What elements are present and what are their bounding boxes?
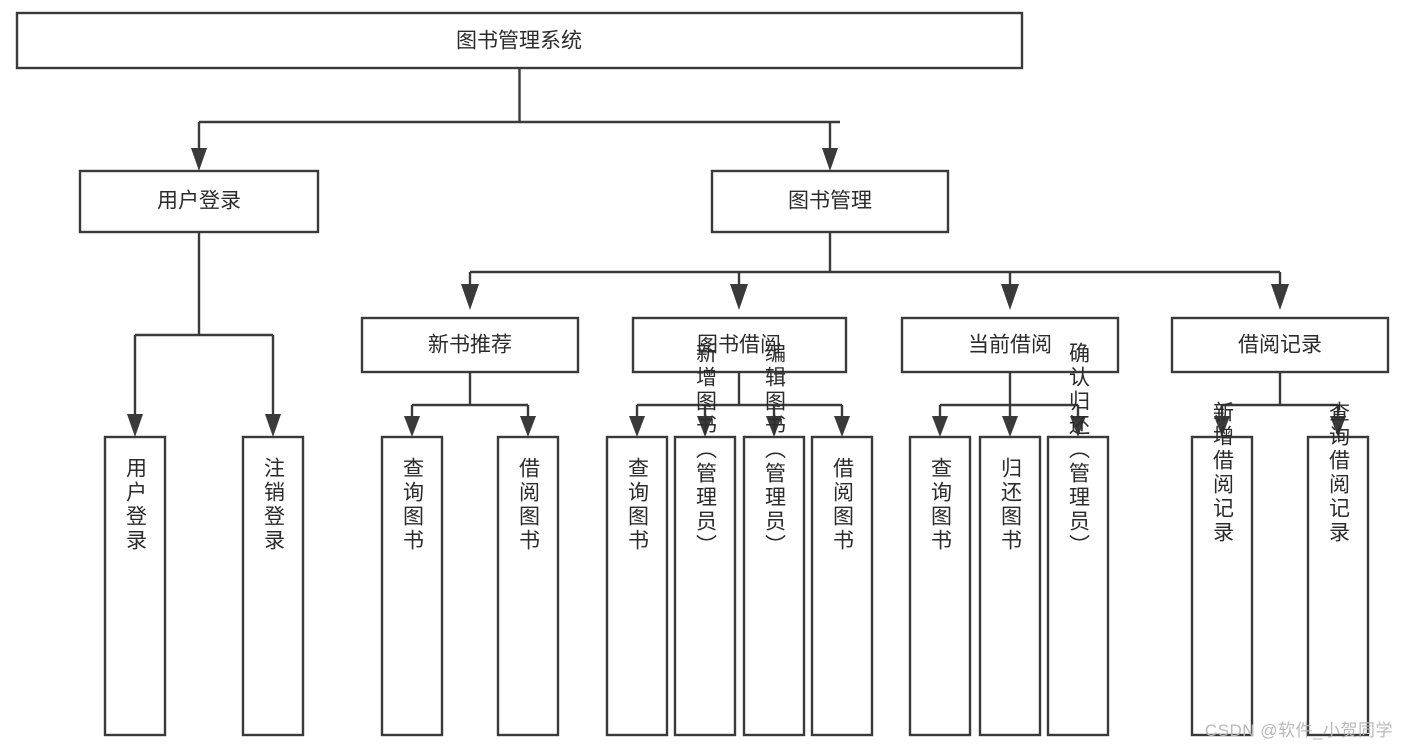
node-leaf-logout-login-box[interactable] [241, 435, 305, 737]
node-current-borrow-label: 当前借阅 [968, 334, 1052, 357]
node-book-management-label: 图书管理 [788, 190, 872, 213]
node-leaf-add-book-box[interactable] [673, 435, 737, 737]
node-leaf-query-record-label: 查询借阅记录 [1327, 401, 1351, 545]
node-leaf-borrow-book-1-box[interactable] [496, 435, 560, 737]
node-root-box[interactable] [15, 11, 1024, 70]
node-book-borrow[interactable]: 图书借阅 [631, 316, 848, 374]
connector-group-new-book [404, 372, 536, 437]
node-leaf-confirm-return-box[interactable] [1046, 435, 1110, 737]
arrow-borrow-record-l2-icon [1330, 416, 1346, 437]
node-new-book-recommend[interactable]: 新书推荐 [360, 316, 580, 374]
node-borrow-record[interactable]: 借阅记录 [1170, 316, 1390, 374]
connector-group-root [191, 68, 840, 171]
node-leaf-add-record-box[interactable] [1190, 435, 1254, 737]
node-leaf-confirm-return[interactable]: 确认归还（管理员） [1046, 342, 1110, 737]
connector-group-book-borrow [629, 372, 850, 437]
node-leaf-query-book-1-label: 查询图书 [401, 457, 425, 553]
arrow-current-borrow-l2-icon [1002, 416, 1018, 437]
node-leaf-confirm-return-label: 确认归还（管理员） [1067, 342, 1091, 558]
connector-group-user-login [127, 232, 281, 437]
node-leaf-query-book-2-label: 查询图书 [626, 457, 650, 553]
node-book-management[interactable]: 图书管理 [710, 169, 950, 234]
node-leaf-add-book-label: 新增图书（管理员） [694, 342, 718, 558]
node-leaf-query-book-1-box[interactable] [380, 435, 444, 737]
node-new-book-recommend-box[interactable] [360, 316, 580, 374]
node-leaf-user-login-box[interactable] [103, 435, 167, 737]
node-leaf-add-record[interactable]: 新增借阅记录 [1190, 401, 1254, 737]
arrow-book-borrow-l1-icon [629, 416, 645, 437]
node-leaf-query-book-2-box[interactable] [605, 435, 669, 737]
node-leaf-return-book[interactable]: 归还图书 [978, 435, 1042, 737]
node-root[interactable]: 图书管理系统 [15, 11, 1024, 70]
arrow-new-book-l1-icon [404, 416, 420, 437]
arrow-book-borrow-l3-icon [766, 416, 782, 437]
node-user-login-box[interactable] [78, 169, 320, 234]
node-leaf-add-record-label: 新增借阅记录 [1211, 401, 1235, 545]
node-leaf-query-book-2[interactable]: 查询图书 [605, 435, 669, 737]
node-leaf-logout-login-label: 注销登录 [262, 457, 286, 553]
node-leaf-return-book-box[interactable] [978, 435, 1042, 737]
node-borrow-record-box[interactable] [1170, 316, 1390, 374]
arrow-root-to-book-mgmt-icon [822, 148, 838, 171]
node-leaf-edit-book-box[interactable] [742, 435, 806, 737]
arrow-book-mgmt-c2-icon [730, 284, 748, 310]
node-book-management-box[interactable] [710, 169, 950, 234]
node-new-book-recommend-label: 新书推荐 [428, 334, 512, 357]
node-leaf-borrow-book-1-label: 借阅图书 [517, 457, 541, 553]
arrow-user-login-l1-icon [127, 414, 143, 437]
node-leaf-borrow-book-2-box[interactable] [810, 435, 874, 737]
node-leaf-query-book-1[interactable]: 查询图书 [380, 435, 444, 737]
node-leaf-logout-login[interactable]: 注销登录 [241, 435, 305, 737]
node-user-login-label: 用户登录 [157, 190, 241, 213]
arrow-book-borrow-l4-icon [834, 416, 850, 437]
connector-group-book-mgmt [461, 232, 1289, 310]
node-leaf-edit-book[interactable]: 编辑图书（管理员） [742, 342, 806, 737]
node-leaf-query-book-3-label: 查询图书 [929, 457, 953, 553]
node-leaf-return-book-label: 归还图书 [999, 457, 1023, 553]
connector-group-borrow-record [1214, 372, 1346, 437]
arrow-root-to-user-login-icon [191, 148, 207, 171]
arrow-book-mgmt-c1-icon [461, 284, 479, 310]
node-leaf-user-login[interactable]: 用户登录 [103, 435, 167, 737]
node-leaf-user-login-label: 用户登录 [124, 457, 148, 553]
node-borrow-record-label: 借阅记录 [1238, 334, 1322, 357]
connector-group-current-borrow [932, 372, 1086, 437]
node-current-borrow[interactable]: 当前借阅 [900, 316, 1120, 374]
node-leaf-borrow-book-2[interactable]: 借阅图书 [810, 435, 874, 737]
watermark-text: CSDN @软件_小贺同学 [1204, 721, 1393, 740]
arrow-borrow-record-l1-icon [1214, 416, 1230, 437]
node-leaf-borrow-book-2-label: 借阅图书 [831, 457, 855, 553]
arrow-current-borrow-l3-icon [1070, 416, 1086, 437]
node-leaf-edit-book-label: 编辑图书（管理员） [763, 342, 787, 558]
arrow-book-mgmt-c4-icon [1271, 284, 1289, 310]
node-user-login[interactable]: 用户登录 [78, 169, 320, 234]
arrow-new-book-l2-icon [520, 416, 536, 437]
node-current-borrow-box[interactable] [900, 316, 1120, 374]
node-leaf-query-book-3-box[interactable] [908, 435, 972, 737]
node-leaf-query-record-box[interactable] [1306, 435, 1370, 737]
node-leaf-query-book-3[interactable]: 查询图书 [908, 435, 972, 737]
node-leaf-add-book[interactable]: 新增图书（管理员） [673, 342, 737, 737]
node-leaf-query-record[interactable]: 查询借阅记录 [1306, 401, 1370, 737]
node-book-borrow-box[interactable] [631, 316, 848, 374]
node-book-borrow-label: 图书借阅 [697, 334, 781, 357]
arrow-book-borrow-l2-icon [697, 416, 713, 437]
node-leaf-borrow-book-1[interactable]: 借阅图书 [496, 435, 560, 737]
arrow-user-login-l2-icon [265, 414, 281, 437]
arrow-book-mgmt-c3-icon [1001, 284, 1019, 310]
arrow-current-borrow-l1-icon [932, 416, 948, 437]
node-root-label: 图书管理系统 [456, 30, 582, 53]
